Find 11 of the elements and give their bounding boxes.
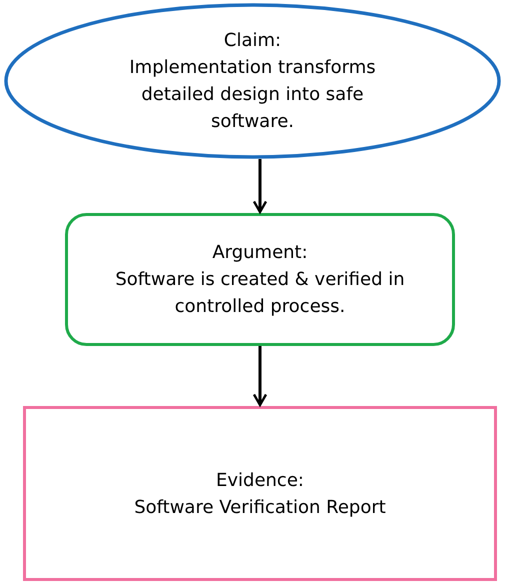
node-heading: Evidence: — [216, 468, 304, 492]
argument-box — [65, 213, 455, 346]
arrow — [252, 159, 268, 214]
evidence-box — [23, 406, 497, 581]
arrow — [252, 346, 268, 406]
node-heading: Argument: — [212, 241, 308, 265]
node-text: Software Verification Report — [134, 496, 386, 520]
node-text: Software is created & verified in controlled process. — [114, 268, 406, 319]
claim-ellipse — [4, 3, 501, 159]
node-heading: Claim: — [224, 29, 282, 53]
node-text: Implementation transforms detailed design into safe software. — [128, 56, 377, 134]
